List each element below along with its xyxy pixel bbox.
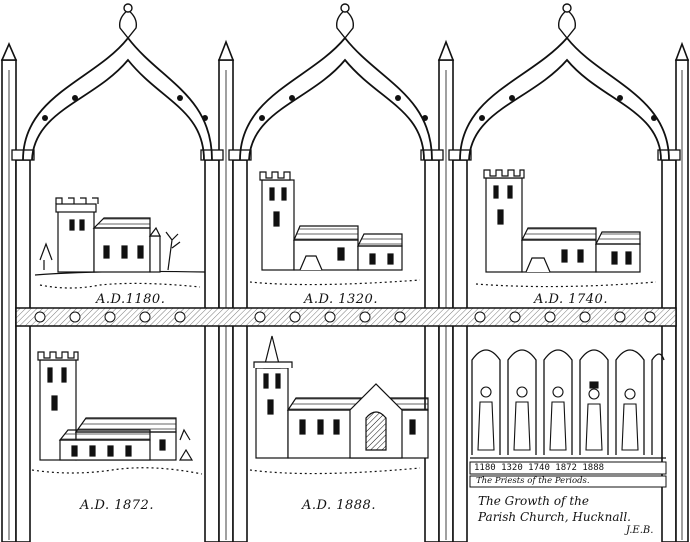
priests-dates: 1180 1320 1740 1872 1888 — [474, 463, 605, 473]
panel-label-1888: A.D. 1888. — [302, 498, 376, 513]
church-1180 — [34, 197, 206, 289]
arches — [22, 36, 670, 161]
panel-label-1320: A.D. 1320. — [304, 292, 378, 307]
panel-label-1740: A.D. 1740. — [534, 292, 608, 307]
church-1888 — [249, 335, 429, 475]
frieze-band — [15, 307, 677, 327]
church-1320 — [249, 171, 421, 286]
caption-line-2: Parish Church, Hucknall. — [478, 510, 631, 524]
panel-label-1872: A.D. 1872. — [80, 498, 154, 513]
priest-figures — [477, 381, 639, 451]
caption-initials: J.E.B. — [626, 525, 654, 536]
caption-line-1: The Growth of the — [478, 494, 589, 508]
priests-label: The Priests of the Periods. — [476, 476, 590, 486]
priests-arcade — [470, 349, 666, 459]
finials — [118, 3, 577, 40]
panel-label-1180: A.D.1180. — [96, 292, 166, 307]
church-1872 — [31, 351, 203, 475]
church-1740 — [475, 169, 657, 288]
